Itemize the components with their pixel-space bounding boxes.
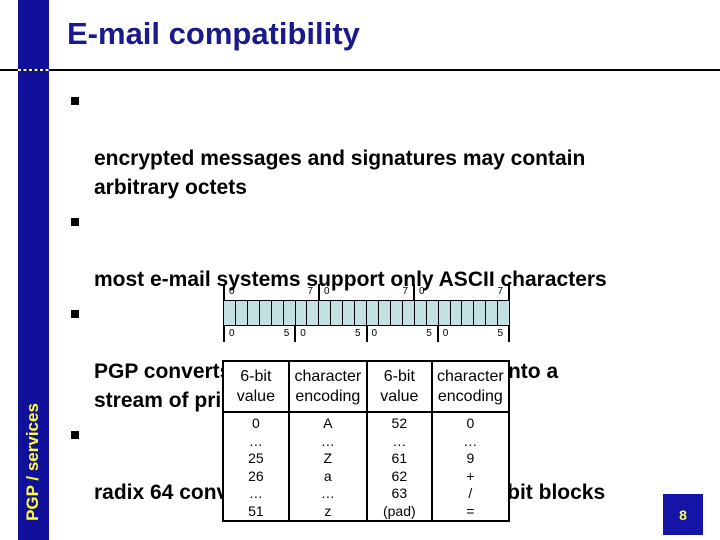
column-header: 6-bit value: [224, 362, 288, 413]
bit-index-label: 5: [283, 328, 290, 339]
sixbit-group: 0 5: [436, 326, 508, 342]
bit-cell: [282, 301, 295, 325]
bit-cell: [258, 301, 271, 325]
ruler-end-tick: [508, 326, 510, 342]
column-header: character encoding: [289, 362, 366, 413]
bit-cell: [354, 301, 367, 325]
column-values: 0 … 25 26 … 51: [248, 415, 264, 519]
table-column: character encoding A … Z a … z: [287, 362, 366, 520]
sixbit-group: 0 5: [365, 326, 437, 342]
bit-cell: [461, 301, 474, 325]
radix64-bit-diagram: 0 7 0 7 0 7: [223, 284, 510, 342]
page-title: E-mail compatibility: [67, 16, 360, 51]
bullet-item: encrypted messages and signatures may co…: [68, 86, 686, 202]
byte-group: 0 7: [318, 284, 413, 300]
bit-cell: [318, 301, 331, 325]
bit-cell: [306, 301, 319, 325]
bit-cell: [401, 301, 414, 325]
bit-cell: [485, 301, 498, 325]
bit-cell: [246, 301, 259, 325]
title-divider-dashes: [18, 69, 49, 71]
bit-index-label: 5: [354, 328, 361, 339]
bit-index-label: 0: [419, 286, 425, 297]
bit-cell: [224, 301, 235, 325]
bit-cell: [473, 301, 486, 325]
bit-index-label: 0: [324, 286, 330, 297]
bit-cell: [389, 301, 402, 325]
bit-index-label: 0: [300, 328, 306, 339]
bit-index-label: 5: [426, 328, 432, 339]
bit-cell: [294, 301, 307, 325]
bullet-square-icon: [71, 97, 79, 105]
bit-index-label: 7: [307, 286, 313, 297]
bullet-square-icon: [71, 310, 79, 318]
table-column: character encoding 0 … 9 + / =: [430, 362, 508, 520]
bit-index-label: 0: [442, 328, 449, 339]
bit-index-label: 5: [497, 328, 503, 339]
byte-group: 0 7: [413, 284, 508, 300]
ruler-end-tick: [508, 284, 510, 300]
bit-cell: [330, 301, 343, 325]
bit-cell: [413, 301, 426, 325]
bit-index-label: 0: [229, 286, 235, 297]
bit-cell: [425, 301, 438, 325]
table-column: 6-bit value 0 … 25 26 … 51: [224, 362, 288, 520]
column-values: 52 … 61 62 63 (pad): [382, 415, 416, 519]
bit-cell: [377, 301, 390, 325]
sixbit-group: 0 5: [294, 326, 365, 342]
sidebar-accent-bar: [18, 0, 49, 540]
bit-cell: [437, 301, 450, 325]
page-number-box: 8: [663, 494, 703, 535]
byte-group: 0 7: [223, 284, 318, 300]
sixbit-ruler-bottom: 0 5 0 5 0 5 0 5: [223, 326, 510, 342]
column-header: character encoding: [432, 362, 508, 413]
bit-index-label: 7: [402, 286, 408, 297]
bit-cell: [234, 301, 247, 325]
bit-cell: [366, 301, 378, 325]
bit-index-label: 0: [371, 328, 378, 339]
column-values: A … Z a … z: [320, 415, 335, 519]
column-header: 6-bit value: [367, 362, 431, 413]
bit-index-label: 7: [497, 286, 503, 297]
bullet-text: encrypted messages and signatures may co…: [94, 147, 586, 199]
base64-encoding-table: 6-bit value 0 … 25 26 … 51 character enc…: [222, 360, 510, 522]
sidebar-vertical-label: PGP / services: [23, 403, 42, 521]
bullet-square-icon: [71, 218, 79, 226]
bit-cell: [497, 301, 510, 325]
title-divider-line: [0, 69, 720, 71]
column-values: 0 … 9 + / =: [463, 415, 478, 519]
byte-ruler-top: 0 7 0 7 0 7: [223, 284, 510, 300]
bit-cell: [449, 301, 462, 325]
bullet-item: most e-mail systems support only ASCII c…: [68, 207, 686, 294]
sixbit-group: 0 5: [223, 326, 294, 342]
bit-cell: [342, 301, 355, 325]
bullet-text: most e-mail systems support only ASCII c…: [94, 268, 607, 291]
bit-index-label: 0: [229, 328, 235, 339]
table-column: 6-bit value 52 … 61 62 63 (pad): [365, 362, 431, 520]
bit-strip: [223, 300, 510, 326]
bullet-square-icon: [71, 431, 79, 439]
page-number: 8: [679, 506, 687, 523]
bit-cell: [270, 301, 283, 325]
